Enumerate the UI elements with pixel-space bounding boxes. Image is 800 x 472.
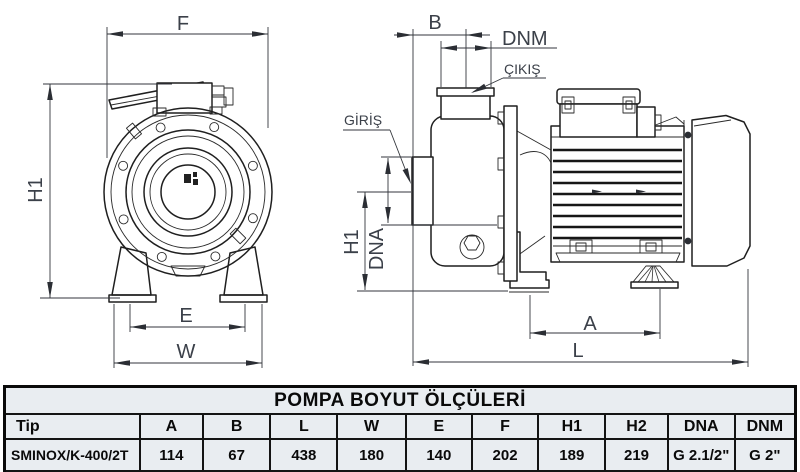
table-header-row: Tip A B L W E F H1 H2 DNA DNM	[3, 413, 797, 440]
table-title-row: POMPA BOYUT ÖLÇÜLERİ	[3, 385, 797, 415]
dim-label-b: B	[428, 12, 441, 34]
pump-technical-drawing: F H1 E W	[25, 12, 751, 368]
col-header-h1: H1	[537, 413, 607, 440]
table-title: POMPA BOYUT ÖLÇÜLERİ	[3, 385, 797, 415]
inlet-label: GİRİŞ	[344, 111, 382, 128]
cell-w: 180	[336, 438, 407, 472]
col-header-h2: H2	[604, 413, 669, 440]
cell-f: 202	[470, 438, 540, 472]
side-pump-casing	[411, 87, 518, 282]
dim-label-f: F	[177, 13, 189, 35]
hub-marking	[184, 172, 198, 185]
col-header-f: F	[470, 413, 540, 440]
cell-dna: G 2.1/2"	[666, 438, 736, 472]
cell-tip: SMINOX/K-400/2T	[3, 438, 142, 472]
col-header-a: A	[139, 413, 204, 440]
col-header-dna: DNA	[666, 413, 736, 440]
dim-label-dnm: DNM	[502, 28, 548, 50]
front-view-dimensions: F H1 E W	[25, 13, 269, 368]
table-row: SMINOX/K-400/2T 114 67 438 180 140 202 1…	[3, 438, 797, 472]
pump-side-view	[411, 87, 751, 293]
cell-dnm: G 2"	[733, 438, 797, 472]
col-header-dnm: DNM	[733, 413, 797, 440]
side-terminal-box	[556, 88, 662, 138]
front-feet	[108, 246, 268, 303]
cell-l: 438	[269, 438, 339, 472]
outlet-label: ÇIKIŞ	[504, 61, 541, 77]
dim-label-a: A	[583, 313, 597, 335]
dim-label-e: E	[179, 305, 192, 327]
front-flange-bolts	[118, 122, 258, 262]
col-header-l: L	[269, 413, 339, 440]
side-motor-foot	[630, 265, 679, 289]
cell-a: 114	[139, 438, 204, 472]
pump-dimension-table: POMPA BOYUT ÖLÇÜLERİ Tip A B L W E F H1 …	[3, 385, 797, 472]
col-header-b: B	[201, 413, 272, 440]
cell-b: 67	[201, 438, 272, 472]
front-terminal-box	[108, 81, 234, 114]
cell-h2: 219	[604, 438, 669, 472]
pump-front-view	[103, 81, 273, 303]
col-header-w: W	[336, 413, 407, 440]
dim-label-h1-side: H1	[341, 229, 363, 255]
col-header-e: E	[404, 413, 473, 440]
cell-e: 140	[404, 438, 473, 472]
dim-label-h1-front: H1	[25, 177, 47, 203]
side-view-dimensions: B DNM ÇIKIŞ GİRİŞ DNA H1	[341, 12, 749, 367]
dim-label-dna: DNA	[366, 227, 388, 270]
side-motor-body	[550, 116, 692, 263]
cell-h1: 189	[537, 438, 607, 472]
col-header-tip: Tip	[3, 413, 142, 440]
dimension-table-wrap: POMPA BOYUT ÖLÇÜLERİ Tip A B L W E F H1 …	[0, 385, 800, 472]
dim-label-l: L	[572, 340, 583, 362]
dim-label-w: W	[177, 341, 196, 363]
side-fan-cover	[691, 114, 751, 267]
front-casing-circles	[103, 106, 273, 277]
